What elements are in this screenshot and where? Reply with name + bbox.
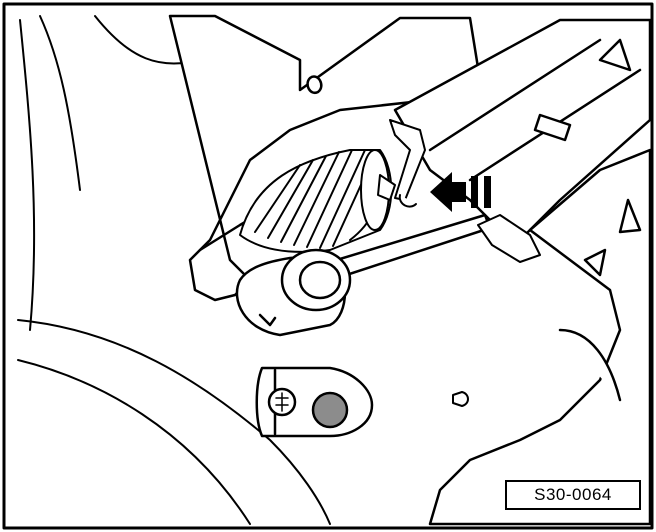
triple-bar-arrow-icon — [430, 172, 491, 212]
rivet — [452, 391, 469, 407]
spring-clip — [389, 119, 426, 208]
rod-plug — [477, 214, 541, 263]
cylinder-cap — [235, 248, 352, 337]
bellows-spring — [239, 149, 396, 253]
pedal-plate — [428, 148, 652, 526]
bolt-bracket — [255, 366, 374, 438]
figure-reference-label: S30-0064 — [505, 480, 641, 510]
body-panel — [17, 15, 331, 525]
mounting-hole — [311, 391, 349, 429]
